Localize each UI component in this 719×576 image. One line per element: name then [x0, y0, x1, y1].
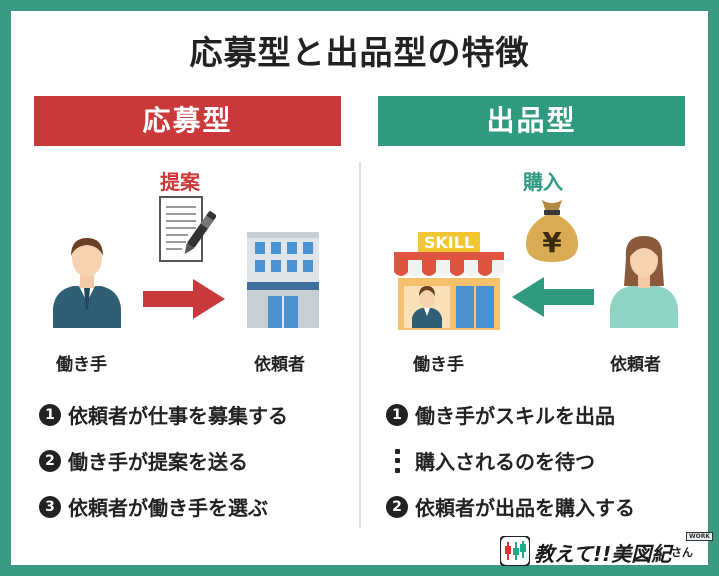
step-text: 働き手がスキルを出品 [415, 404, 615, 428]
skill-shop-icon: SKILL [394, 232, 504, 330]
right-step-wait: 購入されるのを待つ [386, 446, 595, 475]
brand-logo: 教えて!!美図紀 さん WORK [494, 528, 713, 572]
left-step-3: 3 依頼者が働き手を選ぶ [39, 492, 268, 521]
worker-person-icon [53, 238, 121, 328]
yen-symbol: ¥ [542, 226, 562, 259]
right-client-label: 依頼者 [610, 355, 661, 375]
step-text: 依頼者が働き手を選ぶ [68, 496, 268, 520]
step-text: 働き手が提案を送る [68, 450, 248, 474]
logo-text: 教えて!!美図紀 [534, 542, 672, 566]
chart-candles-icon [500, 536, 530, 566]
logo-suffix: さん [671, 546, 693, 559]
client-person-icon [610, 236, 678, 328]
step-number-badge: 3 [39, 495, 61, 518]
left-arrow-icon [512, 277, 594, 317]
vertical-dots-icon [386, 448, 408, 473]
work-badge: WORK [686, 532, 713, 541]
step-number-badge: 1 [386, 403, 408, 426]
right-step-2: 2 依頼者が出品を購入する [386, 492, 635, 521]
step-number-badge: 1 [39, 403, 61, 426]
shop-sign: SKILL [424, 233, 474, 252]
right-header-band: 出品型 [378, 96, 685, 146]
left-step-1: 1 依頼者が仕事を募集する [39, 400, 288, 429]
right-worker-label: 働き手 [413, 355, 464, 375]
step-text: 購入されるのを待つ [415, 450, 595, 474]
left-header-band: 応募型 [34, 96, 341, 146]
right-arrow-icon [143, 279, 225, 319]
right-step-1: 1 働き手がスキルを出品 [386, 400, 615, 429]
right-action-label: 購入 [523, 170, 563, 194]
left-step-2: 2 働き手が提案を送る [39, 446, 248, 475]
step-number-badge: 2 [386, 495, 408, 518]
left-worker-label: 働き手 [56, 355, 107, 375]
left-client-label: 依頼者 [254, 355, 305, 375]
office-building-icon [247, 232, 319, 328]
left-action-label: 提案 [160, 170, 200, 194]
document-pen-icon [159, 196, 216, 262]
step-text: 依頼者が仕事を募集する [68, 404, 288, 428]
page-title: 応募型と出品型の特徴 [189, 33, 530, 72]
column-divider [359, 162, 361, 528]
money-bag-icon: ¥ [526, 200, 578, 262]
step-text: 依頼者が出品を購入する [415, 496, 635, 520]
step-number-badge: 2 [39, 449, 61, 472]
